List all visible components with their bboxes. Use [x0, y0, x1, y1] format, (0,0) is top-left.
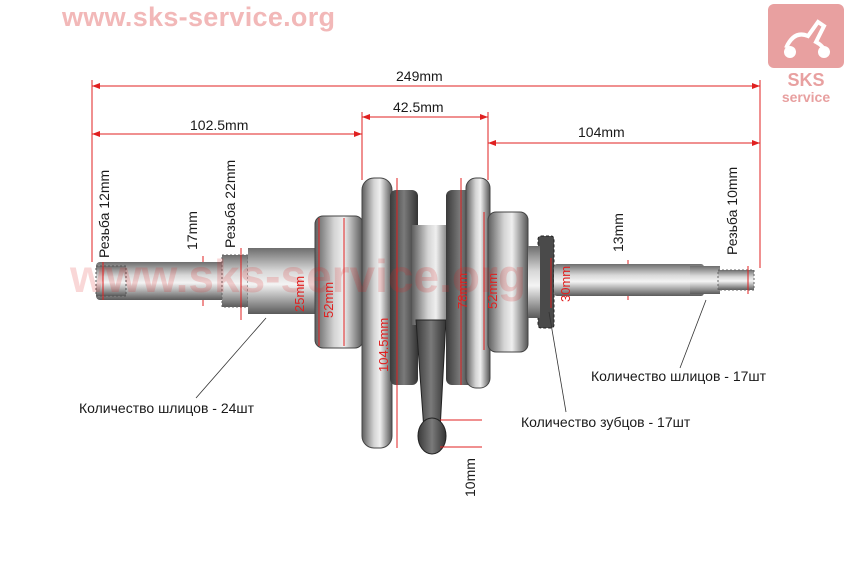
- dim-center-width: 42.5mm: [393, 99, 444, 115]
- callout-leaders: [195, 299, 707, 413]
- crank-pin: [412, 225, 452, 325]
- dim-left-shaft: 102.5mm: [190, 117, 249, 133]
- left-shaft: [96, 262, 246, 300]
- logo-top-text: SKS: [787, 70, 824, 90]
- sprocket-hub: [528, 246, 540, 318]
- left-crank-web: [361, 177, 393, 449]
- dimension-lines: [91, 80, 761, 448]
- callout-splines-right: Количество шлицов - 17шт: [591, 368, 767, 384]
- dim-bearing-right-small: 30mm: [558, 265, 573, 302]
- right-splines: [690, 266, 720, 294]
- dim-thread-left: Резьба 12mm: [96, 169, 112, 258]
- right-thread: [717, 269, 755, 291]
- arrowheads: [92, 83, 760, 146]
- callout-splines-left: Количество шлицов - 24шт: [79, 400, 255, 416]
- body-watermark: www.sks-service.org: [69, 250, 526, 302]
- right-shaft: [554, 264, 704, 296]
- logo-bottom-text: service: [782, 89, 830, 104]
- rod-small-end: [417, 417, 447, 455]
- dim-bearing-52-left: 52mm: [321, 281, 336, 318]
- dim-crank-78: 78mm: [455, 272, 470, 309]
- dim-web-dia: 104.5mm: [376, 317, 391, 372]
- thread-22: [221, 254, 249, 308]
- connecting-rod: [415, 319, 447, 431]
- left-thread: [95, 265, 127, 297]
- callout-teeth: Количество зубцов - 17шт: [521, 414, 691, 430]
- dim-dia-17: 17mm: [184, 211, 200, 250]
- dim-bearing-52-right: 52mm: [485, 272, 500, 309]
- dim-thread-right: Резьба 10mm: [724, 166, 740, 255]
- dim-thread-22: Резьба 22mm: [222, 159, 238, 248]
- site-watermark: www.sks-service.org: [62, 2, 336, 32]
- dim-rod-end: 10mm: [462, 458, 478, 497]
- dim-bearing-left: 25mm: [292, 275, 307, 312]
- dim-right-shaft: 104mm: [578, 124, 625, 140]
- left-splines: [248, 248, 318, 314]
- dim-total-length: 249mm: [396, 68, 443, 84]
- sks-logo: SKS service: [768, 4, 844, 104]
- timing-sprocket: [537, 235, 555, 329]
- dim-dia-13: 13mm: [610, 213, 626, 252]
